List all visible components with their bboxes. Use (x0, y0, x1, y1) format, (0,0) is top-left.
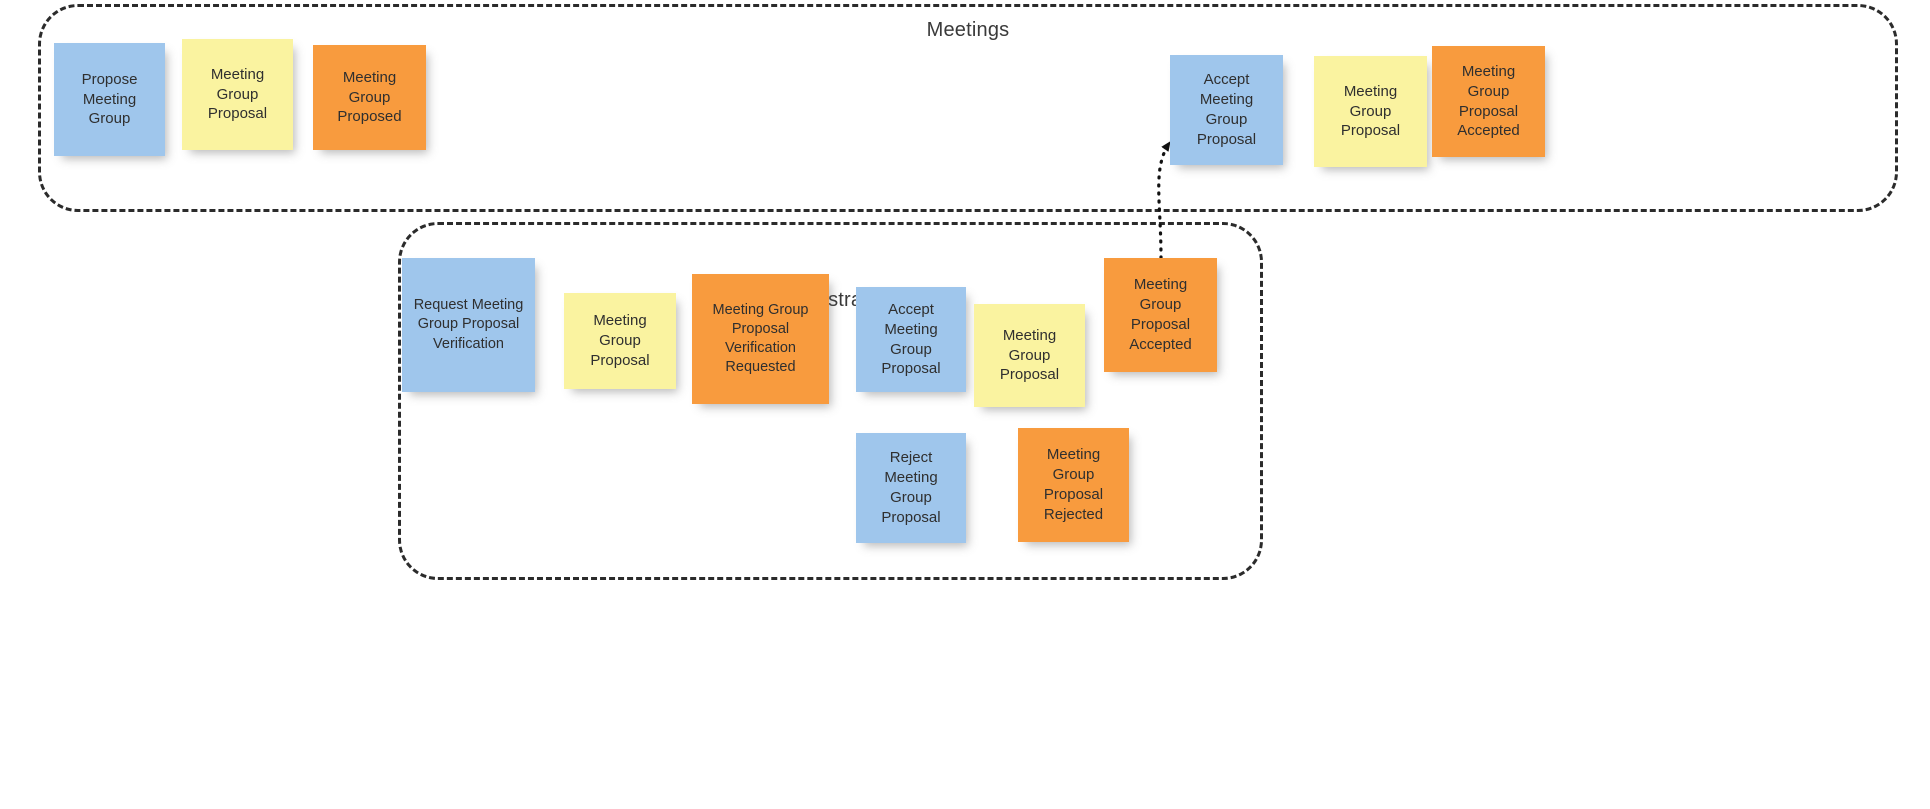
note-label: Meeting Group Proposal (999, 326, 1060, 384)
note-meeting-group-proposal-3[interactable]: Meeting Group Proposal (564, 293, 676, 389)
note-label: Meeting Group Proposal Accepted (1129, 276, 1192, 353)
note-label: Meeting Group Proposal Accepted (1457, 62, 1520, 140)
note-meeting-group-proposal-4[interactable]: Meeting Group Proposal (974, 304, 1085, 407)
note-label: Meeting Group Proposal (1340, 82, 1401, 140)
note-accept-meeting-group-proposal-meetings[interactable]: Accept Meeting Group Proposal (1170, 55, 1283, 165)
note-label: Propose Meeting Group (81, 70, 138, 128)
note-label: Request Meeting Group Proposal Verificat… (413, 297, 524, 352)
note-meeting-group-proposal-2[interactable]: Meeting Group Proposal (1314, 56, 1427, 167)
note-meeting-group-proposal-accepted-meetings[interactable]: Meeting Group Proposal Accepted (1432, 46, 1545, 157)
note-label: Meeting Group Proposed (337, 68, 402, 126)
note-request-meeting-group-proposal-verification[interactable]: Request Meeting Group Proposal Verificat… (402, 258, 535, 392)
swimlane-meetings-title: Meetings (926, 19, 1010, 41)
note-label: Meeting Group Proposal (207, 65, 268, 123)
note-accept-meeting-group-proposal-admin[interactable]: Accept Meeting Group Proposal (856, 287, 966, 392)
note-label: Accept Meeting Group Proposal (881, 300, 941, 378)
note-reject-meeting-group-proposal[interactable]: Reject Meeting Group Proposal (856, 433, 966, 543)
note-label: Accept Meeting Group Proposal (1196, 71, 1257, 148)
note-label: Meeting Group Proposal Verification Requ… (712, 301, 809, 376)
note-meeting-group-proposal-verification-requested[interactable]: Meeting Group Proposal Verification Requ… (692, 274, 829, 404)
swimlane-meetings: Meetings (38, 4, 1898, 212)
note-meeting-group-proposal-1[interactable]: Meeting Group Proposal (182, 39, 293, 150)
note-label: Meeting Group Proposal Rejected (1043, 446, 1104, 523)
note-meeting-group-proposal-accepted-admin[interactable]: Meeting Group Proposal Accepted (1104, 258, 1217, 372)
note-label: Reject Meeting Group Proposal (881, 449, 941, 526)
note-meeting-group-proposal-rejected[interactable]: Meeting Group Proposal Rejected (1018, 428, 1129, 542)
note-label: Meeting Group Proposal (590, 312, 650, 369)
note-meeting-group-proposed[interactable]: Meeting Group Proposed (313, 45, 426, 150)
note-propose-meeting-group[interactable]: Propose Meeting Group (54, 43, 165, 156)
